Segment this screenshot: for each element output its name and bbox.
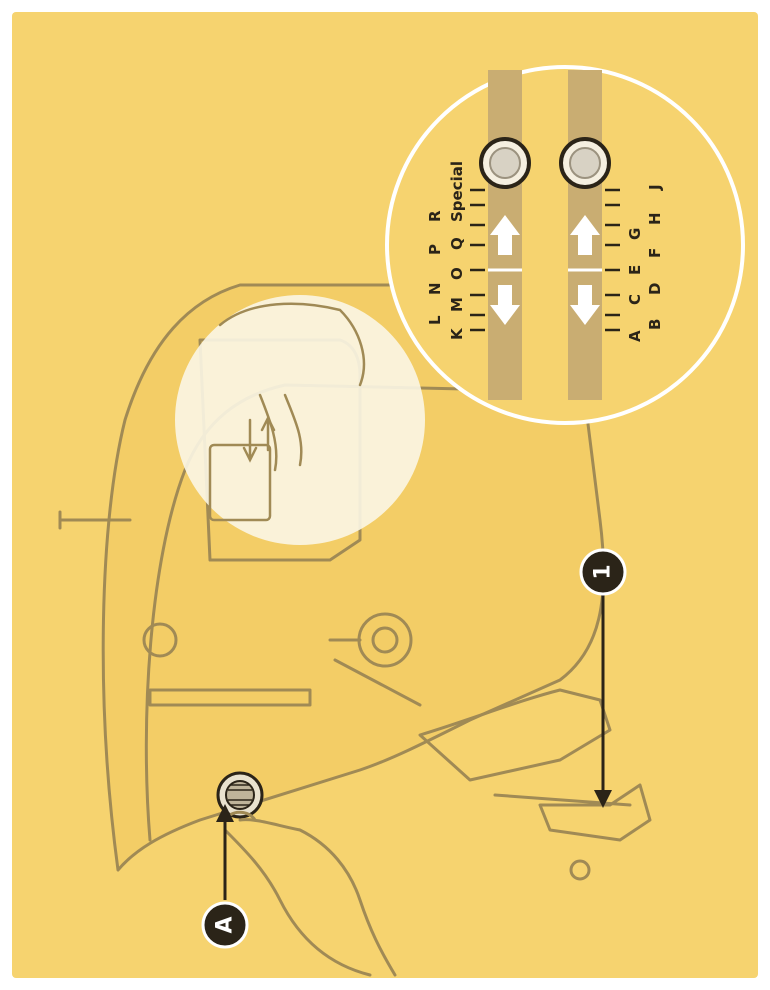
label-M: M — [448, 297, 466, 312]
label-Q: Q — [448, 237, 466, 250]
label-O: O — [448, 267, 466, 280]
label-K: K — [448, 327, 466, 340]
label-G: G — [626, 228, 644, 240]
label-R: R — [426, 210, 444, 222]
label-J: J — [646, 184, 664, 191]
label-D: D — [646, 283, 664, 295]
label-F: F — [646, 248, 664, 258]
bottom-selector-knob — [561, 139, 609, 187]
label-N: N — [426, 282, 444, 295]
label-E: E — [626, 265, 644, 275]
label-L: L — [426, 315, 444, 325]
label-H: H — [646, 212, 664, 225]
label-B: B — [646, 319, 664, 330]
stitch-selector-closeup: L N P R K M O Q Special A C E G B D F H … — [387, 67, 743, 423]
small-inset-view — [175, 295, 425, 545]
callout-1-label: 1 — [591, 564, 616, 579]
label-A: A — [626, 330, 644, 342]
label-special: Special — [448, 161, 466, 222]
callout-a-label: A — [213, 916, 238, 933]
label-C: C — [626, 294, 644, 305]
label-P: P — [426, 244, 444, 255]
top-selector-knob — [481, 139, 529, 187]
